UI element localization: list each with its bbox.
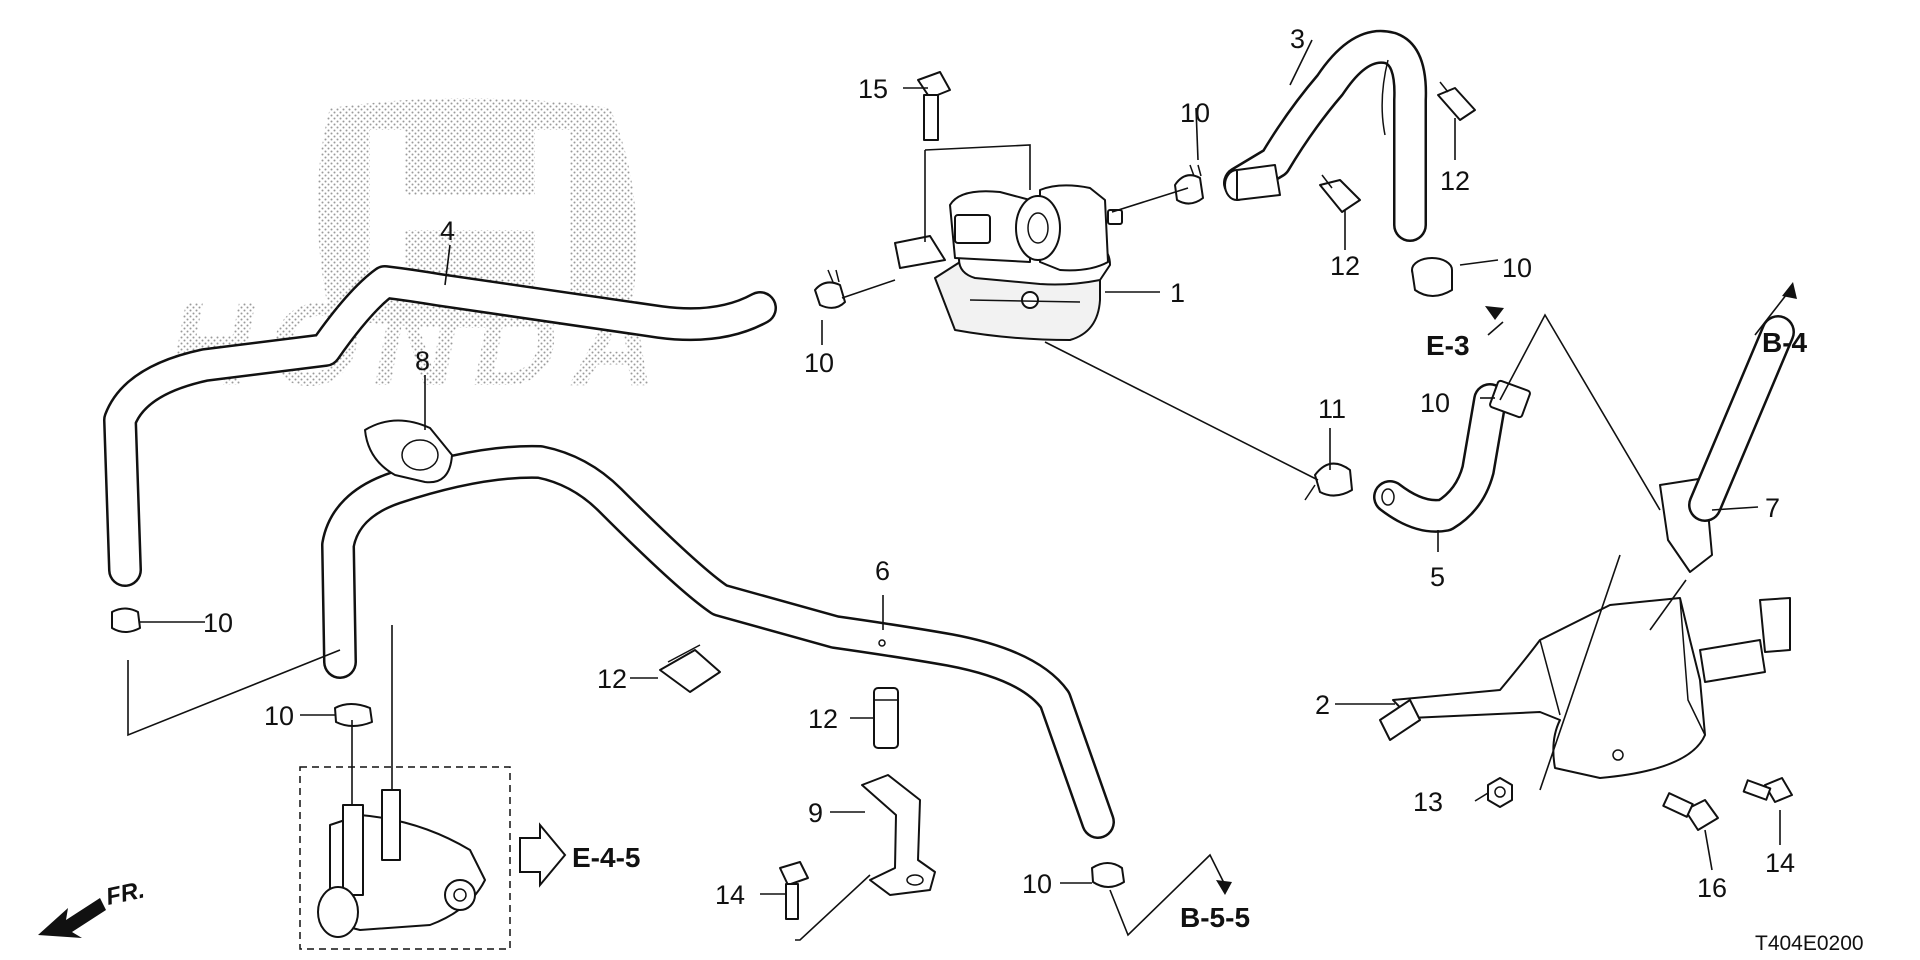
clamp-8 [364, 419, 453, 484]
bracket-assembly [1379, 477, 1791, 779]
callout-1: 1 [1170, 278, 1185, 308]
callout-10-a: 10 [804, 348, 834, 378]
callout-14-b: 14 [1765, 848, 1795, 878]
diagram-code: T404E0200 [1755, 932, 1864, 955]
hose-4 [103, 265, 777, 587]
tube-connector [1489, 379, 1531, 419]
callout-14-a: 14 [715, 880, 745, 910]
canister-port-box [299, 766, 511, 950]
clamp-10-b [1174, 164, 1204, 205]
clamp-12-d [873, 687, 899, 749]
callout-4: 4 [440, 216, 455, 246]
ref-e3: E-3 [1426, 330, 1470, 361]
clamp-10-f [1091, 862, 1125, 888]
hose-6 [321, 444, 1115, 839]
ref-e45: E-4-5 [572, 842, 640, 873]
clamp-12-c [659, 644, 721, 693]
bolt-14-a [779, 861, 809, 920]
ref-b55: B-5-5 [1180, 902, 1250, 933]
hose-3 [1223, 29, 1428, 242]
callout-10-d: 10 [1420, 388, 1450, 418]
callout-10-b: 10 [1180, 98, 1210, 128]
front-direction-label: FR. [104, 876, 147, 910]
callout-labels: 1 2 3 4 5 6 7 8 9 10 10 10 10 10 10 10 1… [203, 24, 1795, 910]
callout-9: 9 [808, 798, 823, 828]
clamp-10-e [334, 703, 373, 727]
ref-b4: B-4 [1762, 327, 1808, 358]
callout-12-b: 12 [1330, 251, 1360, 281]
callout-10-f: 10 [264, 701, 294, 731]
callout-10-e: 10 [203, 608, 233, 638]
callout-10-g: 10 [1022, 869, 1052, 899]
clamp-10-a [814, 269, 846, 309]
callout-12-a: 12 [1440, 166, 1470, 196]
callout-3: 3 [1290, 24, 1305, 54]
front-direction-arrow: FR. [38, 876, 147, 938]
callout-10-c: 10 [1502, 253, 1532, 283]
clamp-12-a [1437, 81, 1476, 121]
callout-7: 7 [1765, 493, 1780, 523]
callout-8: 8 [415, 346, 430, 376]
clamp-11 [1304, 462, 1353, 501]
callout-12-c: 12 [597, 664, 627, 694]
clamp-10-d [111, 607, 141, 633]
leader-lines [127, 39, 1791, 941]
tube-7 [1688, 315, 1795, 522]
bracket-9 [861, 774, 936, 896]
bolt-14-b [1742, 777, 1793, 803]
hose-end-fitting [1224, 164, 1281, 201]
clamp-12-b [1319, 174, 1361, 213]
callout-11: 11 [1318, 394, 1346, 424]
bolt-16 [1662, 792, 1719, 831]
purge-valve-assembly [894, 184, 1123, 341]
clamp-10-c [1411, 257, 1453, 297]
callout-5: 5 [1430, 562, 1445, 592]
callout-2: 2 [1315, 690, 1330, 720]
arrow-e3 [1485, 306, 1504, 320]
callout-6: 6 [875, 556, 890, 586]
reference-labels: E-3 B-4 E-4-5 B-5-5 [572, 327, 1808, 933]
callout-12-d: 12 [808, 704, 838, 734]
bolt-15 [917, 71, 951, 141]
arrow-b55 [1216, 880, 1232, 895]
nut-13 [1487, 777, 1513, 808]
callout-16: 16 [1697, 873, 1727, 903]
hose-5 [1373, 383, 1507, 533]
callout-13: 13 [1413, 787, 1443, 817]
callout-15: 15 [858, 74, 888, 104]
arrow-b4 [1782, 282, 1797, 299]
arrow-e45 [519, 822, 567, 888]
